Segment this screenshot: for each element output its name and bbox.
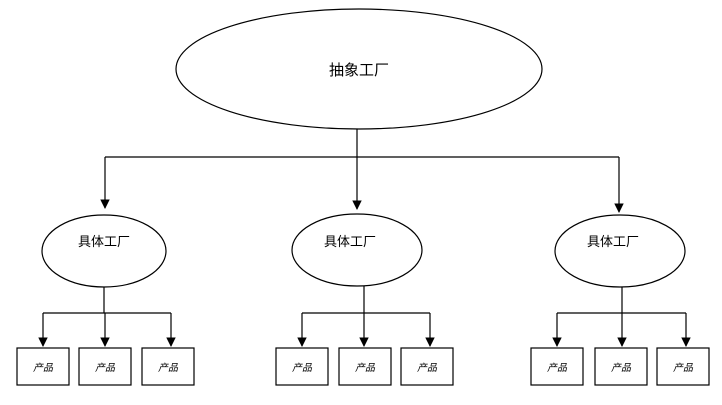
product-label: 产品	[95, 362, 116, 374]
product-label: 产品	[673, 362, 694, 374]
product-label: 产品	[158, 362, 179, 374]
concrete-factory-label: 具体工厂	[78, 235, 130, 250]
product-box	[656, 347, 710, 386]
concrete-factory-label: 具体工厂	[587, 235, 639, 250]
concrete-factory-label: 具体工厂	[324, 235, 376, 250]
abstract-factory-label: 抽象工厂	[329, 61, 389, 79]
product-label: 产品	[33, 362, 54, 374]
product-label: 产品	[547, 362, 568, 374]
concrete-factory-node	[291, 213, 423, 287]
factory-connectors	[38, 286, 691, 347]
abstract-factory-node	[175, 8, 543, 130]
product-label: 产品	[292, 362, 313, 374]
product-box	[338, 347, 392, 386]
product-label: 产品	[611, 362, 632, 374]
concrete-factory-node	[554, 214, 686, 288]
concrete-factory-node	[41, 214, 167, 288]
product-box	[16, 347, 70, 386]
product-box	[275, 347, 329, 386]
product-box	[78, 347, 132, 386]
product-label: 产品	[355, 362, 376, 374]
product-box	[530, 347, 584, 386]
product-label: 产品	[417, 362, 438, 374]
product-box	[594, 347, 648, 386]
product-box	[400, 347, 454, 386]
product-box	[141, 347, 195, 386]
root-connectors	[100, 129, 624, 213]
